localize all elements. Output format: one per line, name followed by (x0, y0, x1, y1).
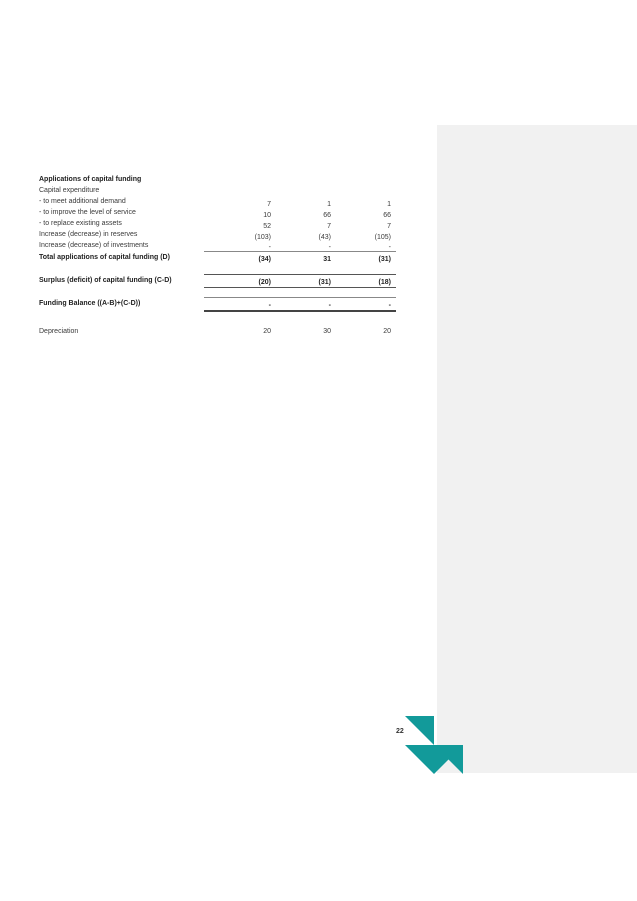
surplus-value-col2: (31) (318, 279, 331, 286)
row-value-col3: 66 (383, 212, 391, 219)
row-value-col3: 1 (387, 201, 391, 208)
row-value-col2: 7 (327, 223, 331, 230)
surplus-label: Surplus (deficit) of capital funding (C-… (39, 277, 172, 284)
logo-triangle-bottom-left (405, 745, 434, 774)
total-label: Total applications of capital funding (D… (39, 254, 170, 261)
surplus-value-col1: (20) (258, 279, 271, 286)
row-value-col3: 7 (387, 223, 391, 230)
surplus-bottom-rule (204, 287, 396, 288)
row-label: Increase (decrease) in reserves (39, 231, 138, 238)
surplus-top-rule (204, 274, 396, 275)
row-value-col2: - (328, 244, 331, 251)
logo-triangle-top-left (405, 716, 434, 745)
funding-top-rule (204, 297, 396, 298)
row-value-col1: 52 (263, 223, 271, 230)
depreciation-label: Depreciation (39, 328, 79, 335)
row-value-col1: 7 (267, 201, 271, 208)
row-value-col1: 10 (263, 212, 271, 219)
surplus-value-col3: (18) (378, 279, 391, 286)
row-label: Increase (decrease) of investments (39, 242, 149, 249)
total-value-col1: (34) (258, 256, 271, 263)
subtotal-rule (204, 251, 396, 252)
funding-balance-label: Funding Balance ((A-B)+(C-D)) (39, 300, 141, 307)
row-value-col3: (105) (374, 234, 391, 241)
depreciation-col1: 20 (263, 328, 271, 335)
total-value-col3: (31) (378, 256, 391, 263)
row-label: Capital expenditure (39, 187, 100, 194)
depreciation-col2: 30 (323, 328, 331, 335)
comment-pane (437, 125, 637, 773)
row-value-col3: - (388, 244, 391, 251)
page-number: 22 (396, 728, 404, 735)
funding-balance-col3: - (388, 302, 391, 309)
row-label: - to meet additional demand (39, 198, 126, 205)
row-value-col1: (103) (254, 234, 271, 241)
depreciation-col3: 20 (383, 328, 391, 335)
funding-balance-col2: - (328, 302, 331, 309)
row-value-col1: - (268, 244, 271, 251)
total-value-col2: 31 (323, 256, 331, 263)
row-value-col2: (43) (318, 234, 331, 241)
section-title: Applications of capital funding (39, 176, 142, 183)
row-value-col2: 66 (323, 212, 331, 219)
logo-triangle-bottom-right (434, 745, 463, 774)
row-value-col2: 1 (327, 201, 331, 208)
funding-double-rule (204, 310, 396, 312)
funding-balance-col1: - (268, 302, 271, 309)
row-label: - to replace existing assets (39, 220, 122, 227)
row-label: - to improve the level of service (39, 209, 136, 216)
capital-funding-table: Applications of capital funding Capital … (0, 0, 437, 420)
triangles-logo-icon (405, 716, 463, 774)
